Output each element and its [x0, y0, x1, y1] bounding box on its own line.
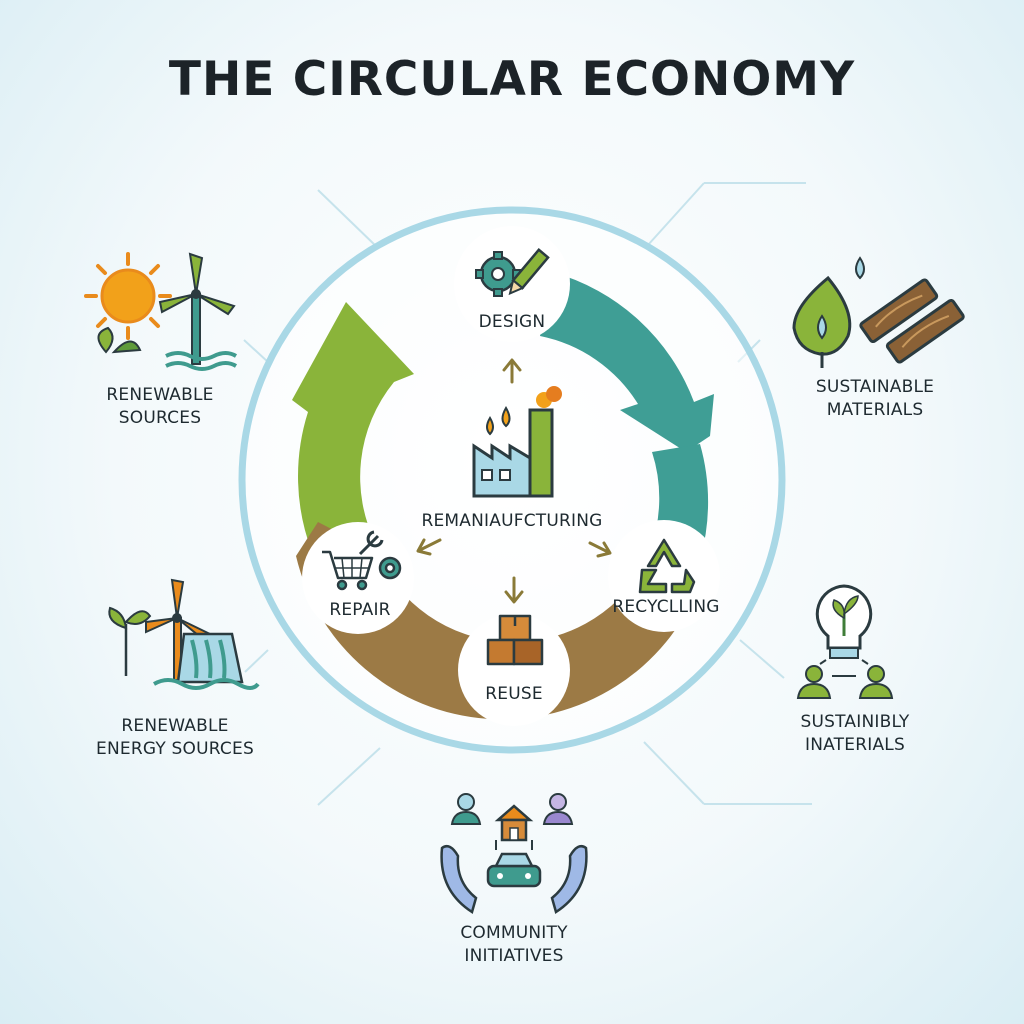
hands-community-icon	[440, 793, 588, 914]
arrow-left-icon	[416, 538, 442, 556]
reuse-label: REUSE	[485, 684, 543, 704]
leaf-wood-icon	[792, 256, 965, 368]
inner-arrows	[416, 358, 612, 604]
connector-line	[317, 189, 379, 249]
repair-label: REPAIR	[329, 600, 391, 620]
boxes-icon	[486, 614, 544, 666]
teal-cycle-arrow	[540, 272, 714, 452]
factory-icon	[472, 386, 562, 498]
page-title: THE CIRCULAR ECONOMY	[168, 52, 856, 107]
lightbulb-people-icon	[796, 584, 894, 699]
cart-wrench-icon	[322, 530, 402, 591]
recycle-icon	[638, 538, 696, 594]
connector-line	[244, 649, 269, 673]
connector-line	[317, 747, 381, 806]
gear-pencil-icon	[475, 247, 550, 297]
arrow-right-icon	[588, 541, 612, 558]
green-cycle-arrow	[292, 302, 414, 552]
turbine-dam-icon	[108, 578, 260, 690]
connector-line	[739, 639, 785, 679]
connector-line	[643, 741, 705, 805]
connector-line	[647, 182, 705, 246]
sun-wind-turbine-icon	[84, 252, 238, 371]
arrow-down-icon	[504, 576, 524, 604]
design-label: DESIGN	[478, 312, 546, 332]
connector-lines	[243, 182, 812, 806]
arrow-up-icon	[502, 358, 522, 384]
remanufacturing-label: REMANIAUFCTURING	[421, 511, 603, 531]
connector-line	[243, 339, 269, 363]
recycling-label: RECYCLLING	[612, 597, 720, 617]
recycling-bubble	[608, 520, 720, 632]
brown-cycle-arrow	[296, 522, 700, 720]
